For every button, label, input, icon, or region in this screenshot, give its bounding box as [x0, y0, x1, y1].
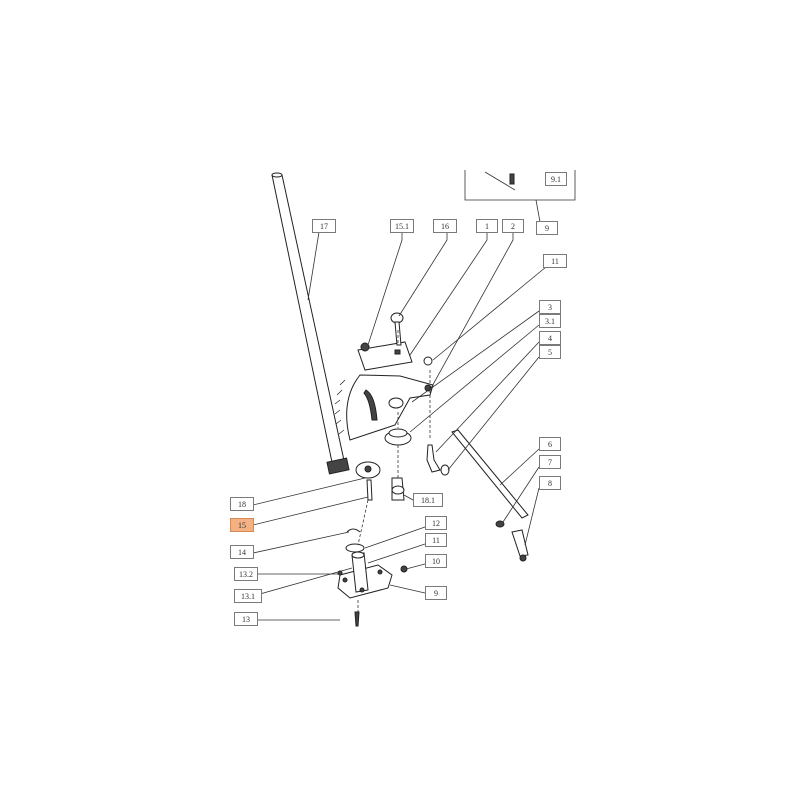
label-16[interactable]: 16	[433, 219, 457, 233]
label-17[interactable]: 17	[312, 219, 336, 233]
label-15-highlighted[interactable]: 15	[230, 518, 254, 532]
label-13-2[interactable]: 13.2	[234, 567, 258, 581]
bushing	[384, 428, 412, 446]
bolt-top	[390, 312, 404, 346]
label-3-1[interactable]: 3.1	[539, 314, 561, 328]
label-11-lower[interactable]: 11	[425, 533, 447, 547]
gear-sector	[334, 374, 434, 441]
label-2[interactable]: 2	[502, 219, 524, 233]
label-9-top[interactable]: 9	[536, 221, 558, 235]
label-18[interactable]: 18	[230, 497, 254, 511]
label-11[interactable]: 11	[543, 254, 567, 268]
label-6[interactable]: 6	[539, 437, 561, 451]
steering-shaft	[271, 172, 350, 475]
label-7[interactable]: 7	[539, 455, 561, 469]
nut-15-1	[360, 342, 370, 352]
pinion	[355, 461, 381, 479]
bolt-15	[366, 479, 373, 501]
label-9-1[interactable]: 9.1	[545, 172, 567, 186]
bolt-13	[354, 611, 360, 627]
nut-18-1	[391, 477, 405, 501]
label-5[interactable]: 5	[539, 345, 561, 359]
label-10[interactable]: 10	[425, 554, 447, 568]
label-8[interactable]: 8	[539, 476, 561, 490]
lower-bracket	[337, 551, 393, 599]
label-18-1[interactable]: 18.1	[413, 493, 443, 507]
washer	[345, 543, 365, 553]
label-9[interactable]: 9	[425, 586, 447, 600]
label-3[interactable]: 3	[539, 300, 561, 314]
label-14[interactable]: 14	[230, 545, 254, 559]
label-12[interactable]: 12	[425, 516, 447, 530]
label-1[interactable]: 1	[476, 219, 498, 233]
inset-detail-box	[464, 170, 576, 223]
circlip	[346, 528, 361, 533]
label-15-1[interactable]: 15.1	[390, 219, 414, 233]
plate	[357, 341, 413, 371]
label-13[interactable]: 13	[234, 612, 258, 626]
label-4[interactable]: 4	[539, 331, 561, 345]
nut-11	[423, 356, 433, 366]
ball-joint	[426, 444, 450, 476]
tie-rod	[451, 429, 529, 562]
label-13-1[interactable]: 13.1	[234, 589, 262, 603]
